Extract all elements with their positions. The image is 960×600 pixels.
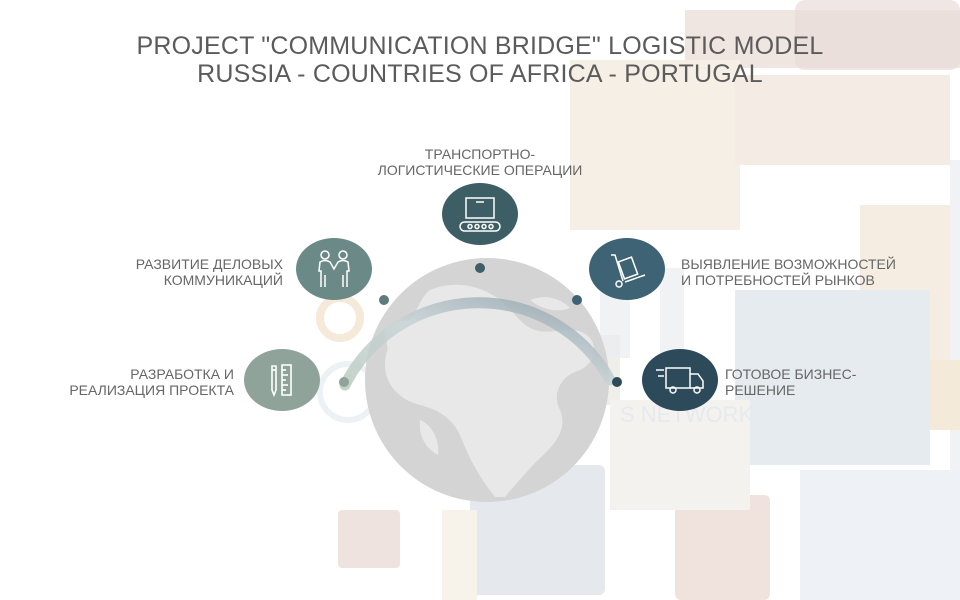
step-circle-transport-logistics	[442, 183, 518, 245]
arc-dot	[612, 377, 622, 387]
conveyor-box-icon	[459, 197, 501, 232]
title-line-2: RUSSIA - COUNTRIES OF AFRICA - PORTUGAL	[197, 60, 763, 88]
hand-truck-icon	[611, 254, 646, 288]
step-label-business-communications: Развитие деловыхкоммуникаций	[135, 256, 283, 288]
step-label-market-opportunities: Выявление возможностейи потребностей рын…	[681, 256, 896, 288]
ruler-pencil-icon	[271, 364, 292, 398]
arc-dot	[572, 295, 582, 305]
globe-graphic	[365, 258, 609, 502]
step-circle-business-solution	[642, 349, 718, 411]
arc-dot	[339, 377, 349, 387]
step-circle-business-communications	[296, 238, 372, 300]
arc-dot	[475, 263, 485, 273]
step-label-business-solution: Готовое бизнес-решение	[725, 366, 857, 398]
handshake-people-icon	[318, 250, 350, 287]
title-line-1: PROJECT "COMMUNICATION BRIDGE" LOGISTIC …	[136, 32, 824, 60]
step-circle-project-development	[244, 349, 320, 411]
step-circle-market-opportunities	[589, 238, 665, 300]
step-label-project-development: Разработка иреализация проекта	[69, 366, 234, 398]
arc-dot	[379, 295, 389, 305]
delivery-truck-icon	[656, 367, 704, 394]
step-label-transport-logistics: Транспортно-логистические операции	[377, 146, 583, 178]
